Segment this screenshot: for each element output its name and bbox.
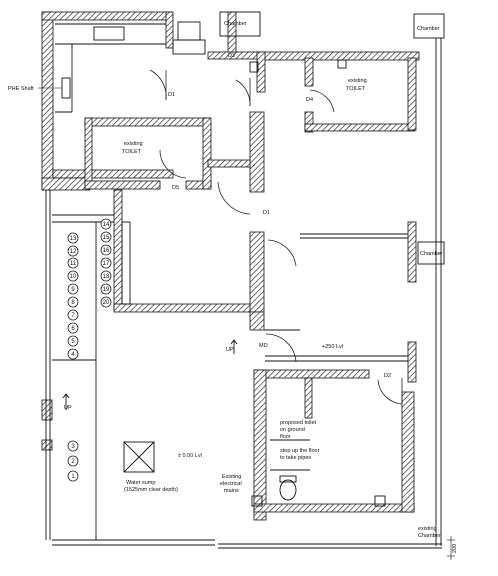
proposed-label-c: floor — [280, 434, 291, 440]
outline-lines — [45, 11, 445, 549]
door-d1-upper-label: D1 — [168, 92, 175, 98]
level-lower-label: ± 0.00 Lvl — [178, 453, 202, 459]
step-14-label: 14 — [103, 222, 110, 228]
up-arrow-upper-icon — [230, 339, 238, 354]
step-15-label: 15 — [103, 235, 110, 241]
up-arrow-lower-icon — [62, 393, 70, 410]
step-3-label: 3 — [71, 444, 75, 450]
step-16 — [100, 244, 112, 256]
chamber-top-left-label: Chamber — [224, 21, 247, 27]
step-15 — [100, 231, 112, 243]
step-6 — [67, 322, 79, 334]
proposed-label-a: proposed toilet — [280, 420, 317, 426]
step-16-label: 16 — [103, 248, 110, 254]
step-1 — [67, 470, 79, 482]
step-19 — [100, 283, 112, 295]
step-5 — [67, 335, 79, 347]
step-9-label: 9 — [71, 287, 75, 293]
door-swings — [149, 69, 403, 405]
dimension-label: 200 — [452, 544, 458, 553]
water-sump-label-a: Water sump — [126, 480, 155, 486]
step-11-label: 11 — [70, 261, 77, 267]
toilet-left-label-b: TOILET — [122, 149, 142, 155]
step-10 — [67, 270, 79, 282]
toilet-left-label-a: existing — [124, 141, 143, 147]
step-17-label: 17 — [103, 261, 110, 267]
step-5-label: 5 — [71, 339, 75, 345]
step-2 — [67, 455, 79, 467]
proposed-label-d: step up the floor — [280, 448, 320, 454]
step-13-label: 13 — [70, 236, 77, 242]
step-8 — [67, 296, 79, 308]
phe-shaft-label: PHE Shaft — [8, 86, 34, 92]
step-7-label: 7 — [71, 313, 75, 319]
proposed-label-e: to take pipes — [280, 455, 311, 461]
step-12-label: 12 — [70, 249, 77, 255]
step-2-label: 2 — [71, 459, 75, 465]
electrical-label-c: mains — [224, 488, 239, 494]
step-17 — [100, 257, 112, 269]
door-d2-label: D2 — [384, 373, 391, 379]
step-7 — [67, 309, 79, 321]
step-9 — [67, 283, 79, 295]
door-d5-label: D5 — [172, 185, 179, 191]
door-d3-label: D3 — [228, 53, 235, 59]
toilet-right-label-b: TOILET — [346, 86, 366, 92]
stair-circles — [67, 218, 112, 482]
step-6-label: 6 — [71, 326, 75, 332]
step-numbers: 13 12 11 10 9 8 7 6 5 4 3 2 1 14 15 16 1… — [70, 222, 110, 480]
electrical-label-b: electrical — [220, 481, 242, 487]
step-20-label: 20 — [103, 300, 110, 306]
step-14 — [100, 218, 112, 230]
step-4-label: 4 — [71, 352, 75, 358]
step-19-label: 19 — [103, 287, 110, 293]
level-upper-label: +250 Lvl — [322, 344, 343, 350]
step-18-label: 18 — [103, 274, 110, 280]
up-lower-label: UP — [64, 405, 72, 411]
step-20 — [100, 296, 112, 308]
step-18 — [100, 270, 112, 282]
step-11 — [67, 257, 79, 269]
step-4 — [67, 348, 79, 360]
water-sump-label-b: (1525mm clear depth) — [124, 487, 178, 493]
step-3 — [67, 440, 79, 452]
toilet-right-label-a: existing — [348, 78, 367, 84]
step-12 — [67, 245, 79, 257]
electrical-label-a: Existing — [222, 474, 241, 480]
door-d1-lower-label: D1 — [263, 210, 270, 216]
dimension-line — [447, 536, 455, 560]
existing-chamber-label-a: existing — [418, 526, 437, 532]
chamber-right-label: Chamber — [420, 251, 443, 257]
door-d4-label: D4 — [306, 97, 313, 103]
step-8-label: 8 — [71, 300, 75, 306]
step-10-label: 10 — [70, 274, 77, 280]
proposed-label-b: on ground — [280, 427, 305, 433]
step-1-label: 1 — [71, 474, 75, 480]
existing-chamber-label-b: Chamber — [418, 533, 441, 539]
door-md-label: MD — [259, 343, 268, 349]
chamber-top-right-label: Chamber — [417, 26, 440, 32]
up-upper-label: UP — [226, 347, 234, 353]
step-13 — [67, 232, 79, 244]
